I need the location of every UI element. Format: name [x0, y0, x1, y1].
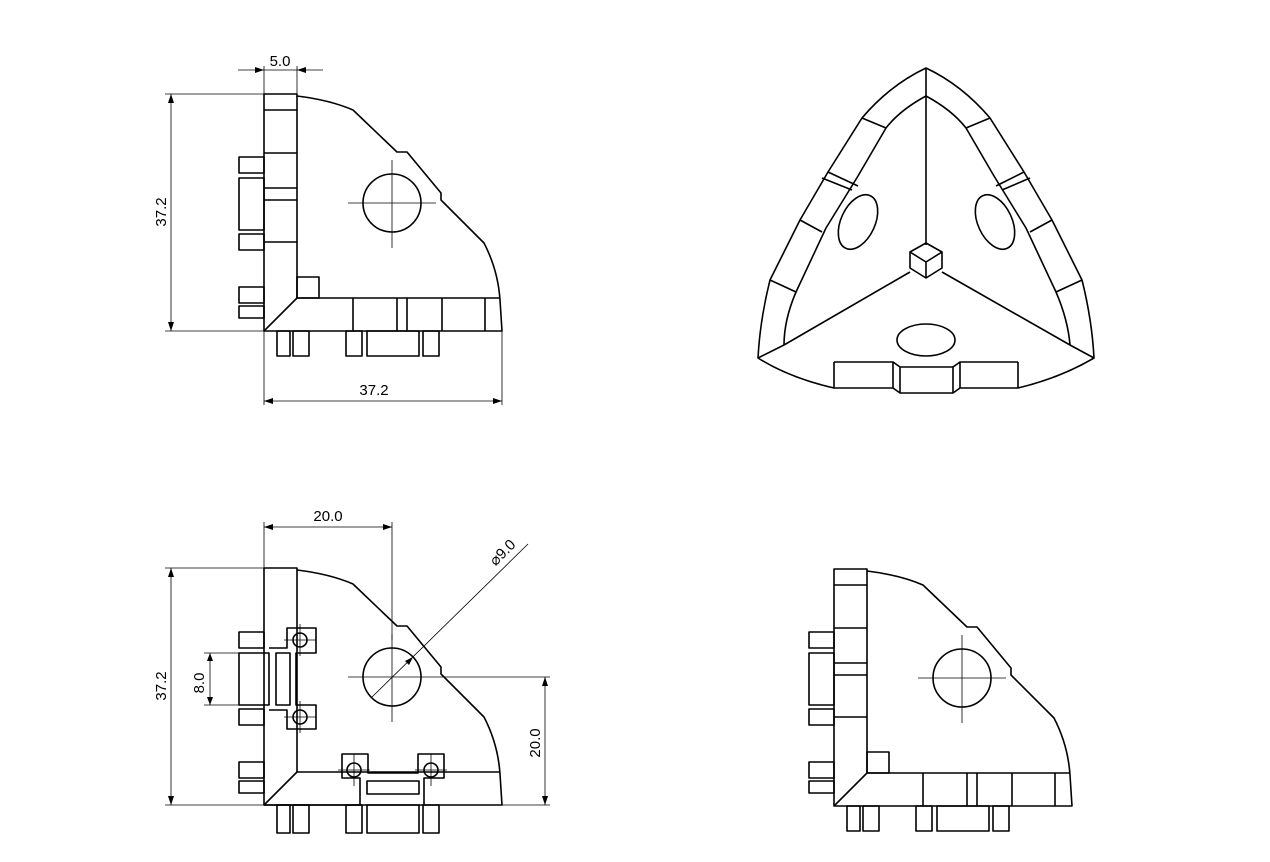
top-left-view: 5.0 37.2 37.2 — [153, 53, 503, 405]
bottom-right-view — [808, 568, 1073, 832]
dim-hole-dia-label: ⌀9.0 — [486, 536, 519, 569]
dim-hole-y-label: 20.0 — [527, 728, 544, 757]
dim-flange-label: 5.0 — [270, 53, 291, 70]
dim-height-label: 37.2 — [153, 197, 170, 226]
dim-slot-label: 8.0 — [191, 673, 208, 694]
bottom-left-view: 20.0 ⌀9.0 37.2 8.0 20.0 — [153, 508, 550, 834]
dim-height-label: 37.2 — [153, 671, 170, 700]
dim-width-label: 37.2 — [359, 382, 388, 399]
isometric-view — [757, 67, 1095, 394]
dim-hole-x-label: 20.0 — [313, 508, 342, 525]
